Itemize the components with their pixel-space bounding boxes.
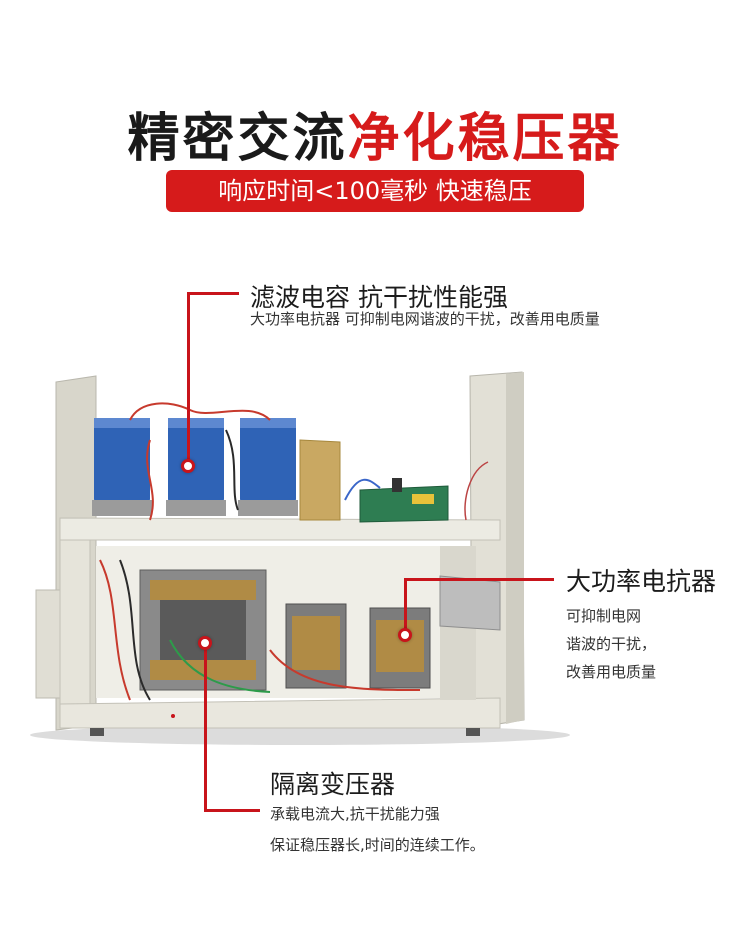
reactor-leader-horizontal xyxy=(404,578,554,581)
capacitor-leader-horizontal xyxy=(187,292,239,295)
transformer-callout-desc-1: 承载电流大,抗干扰能力强 xyxy=(270,805,440,823)
transformer-callout-desc-2: 保证稳压器长,时间的连续工作。 xyxy=(270,836,485,854)
reactor-callout-desc-1: 可抑制电网 xyxy=(566,607,642,625)
page-title: 精密交流净化稳压器 xyxy=(0,96,750,171)
capacitor-callout-desc: 大功率电抗器 可抑制电网谐波的干扰，改善用电质量 xyxy=(250,310,600,328)
transformer-callout-title: 隔离变压器 xyxy=(270,770,396,799)
reactor-callout-desc-2: 谐波的干扰， xyxy=(566,635,657,653)
reactor-leader-vertical xyxy=(404,578,407,630)
reactor-callout-title: 大功率电抗器 xyxy=(566,567,717,596)
title-part1: 精密交流 xyxy=(127,109,348,169)
capacitor-callout-title: 滤波电容 抗干扰性能强 xyxy=(250,283,508,312)
capacitor-leader-vertical xyxy=(187,292,190,462)
transformer-marker xyxy=(198,636,212,650)
transformer-leader-vertical xyxy=(204,642,207,812)
capacitor-marker xyxy=(181,459,195,473)
reactor-marker xyxy=(398,628,412,642)
transformer-leader-horizontal xyxy=(204,809,260,812)
title-part2: 净化稳压器 xyxy=(347,109,623,169)
subtitle-banner: 响应时间<100毫秒 快速稳压 xyxy=(166,170,584,212)
reactor-callout-desc-3: 改善用电质量 xyxy=(566,663,657,681)
